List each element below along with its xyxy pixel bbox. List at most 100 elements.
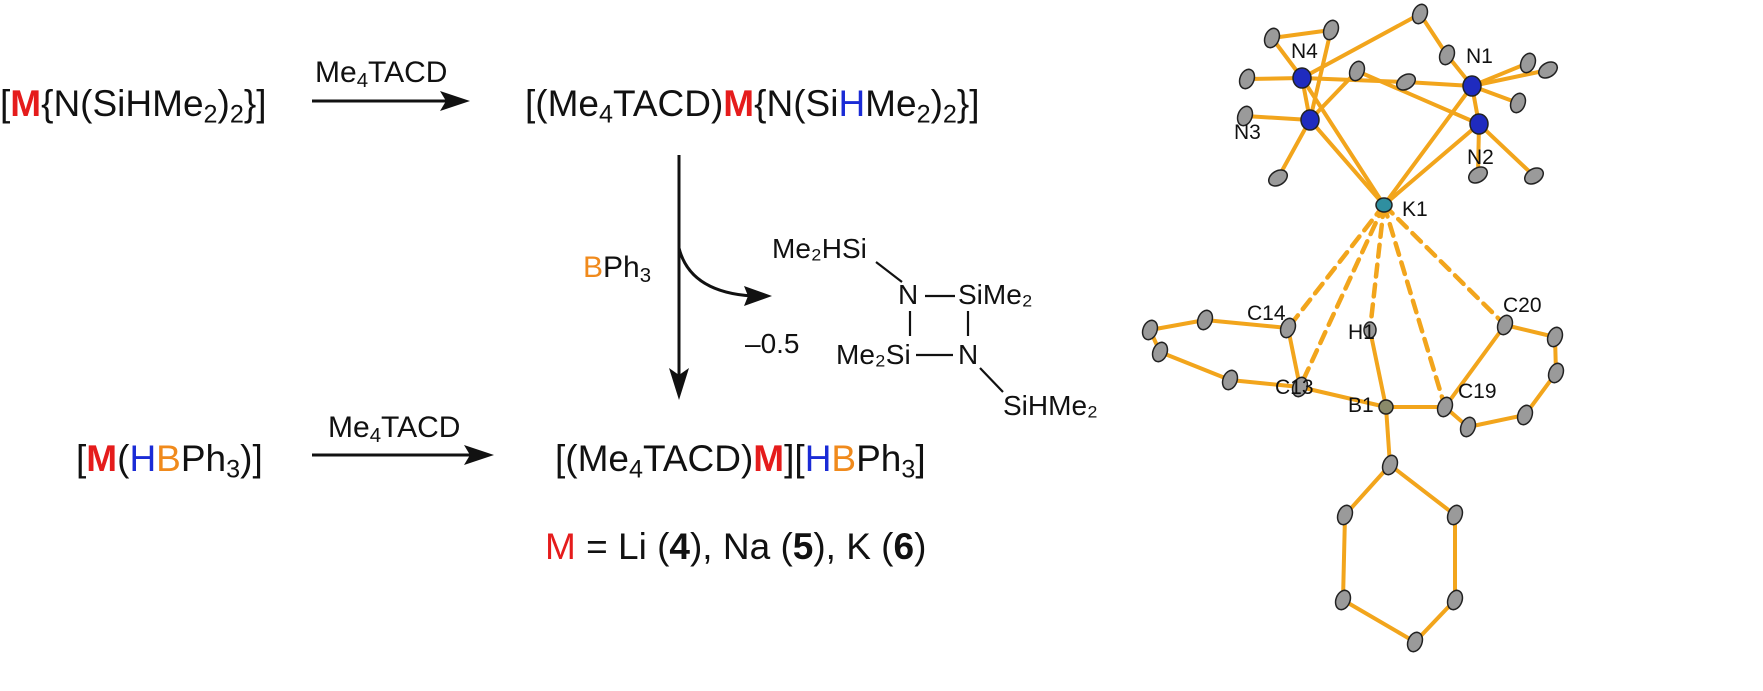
metal-legend: M = Li (4), Na (5), K (6) [545, 526, 927, 567]
atom-C29 [1446, 589, 1464, 611]
reagent-me4tacd-top: Me4TACD [315, 56, 448, 93]
byproduct-bottom-right-sihme2: SiHMe₂ [1003, 390, 1098, 421]
bond-K1-N2 [1382, 122, 1481, 207]
atom-C19 [1436, 396, 1454, 418]
byproduct-bonds [875, 261, 1004, 393]
atom-C27 [1334, 589, 1352, 611]
atom-Ct13 [1537, 61, 1559, 79]
bond-C27-C28 [1341, 598, 1417, 644]
atom-Ct2 [1322, 19, 1340, 41]
byproduct-n-bottom: N [958, 339, 979, 370]
start-amide-formula: [M{N(SiHMe2)2}] [0, 83, 267, 129]
contact-K1-C20 [1381, 202, 1508, 328]
reagent-me4tacd-bottom: Me4TACD [328, 411, 461, 448]
atom-C22 [1547, 362, 1565, 384]
byproduct-coefficient: –0.5 [745, 328, 800, 359]
atom-C24 [1459, 416, 1477, 438]
byproduct-si-left: Me₂Si [836, 339, 911, 370]
atom-Ct6 [1509, 92, 1527, 114]
label-N2: N2 [1467, 146, 1494, 169]
atom-N4 [1292, 67, 1312, 89]
byproduct-si-right: SiMe₂ [958, 279, 1033, 310]
atom-C17 [1151, 341, 1169, 363]
bond-Ct1-Ct2 [1270, 28, 1333, 40]
contact-K1-C19 [1381, 202, 1448, 410]
label-C19: C19 [1458, 380, 1497, 403]
atom-Ct5 [1519, 52, 1537, 74]
atom-Ct7 [1238, 68, 1256, 90]
bond-N4-Ct3 [1300, 12, 1422, 80]
label-N1: N1 [1466, 45, 1493, 68]
bond-B1-H1 [1368, 328, 1388, 409]
bond-C19-C20 [1443, 323, 1507, 409]
bond-C23-C24 [1466, 413, 1527, 429]
label-N3: N3 [1234, 121, 1261, 144]
atom-C26 [1336, 504, 1354, 526]
atom-K1 [1375, 197, 1393, 213]
label-C20: C20 [1503, 294, 1542, 317]
bond-K1-N4 [1300, 76, 1386, 207]
atom-C18 [1221, 369, 1239, 391]
bond-C30-C25 [1388, 463, 1457, 517]
bond-Ct2-N3 [1308, 28, 1333, 122]
contact-K1-H1 [1367, 202, 1387, 333]
atom-C30 [1446, 504, 1464, 526]
product-amide-formula: [(Me4TACD)M{N(SiHMe2)2}] [525, 83, 980, 129]
atom-Ct3 [1411, 3, 1429, 25]
label-N4: N4 [1291, 40, 1318, 63]
arrow-curved-head [744, 286, 772, 306]
bond-C13-C14 [1286, 326, 1302, 389]
bond-N3-Ct12 [1276, 118, 1312, 180]
atom-C28 [1406, 631, 1424, 653]
bond-C14-C15 [1203, 318, 1290, 330]
atom-C23 [1516, 404, 1534, 426]
byproduct-n-top: N [898, 279, 919, 310]
atom-C13 [1291, 376, 1309, 398]
atom-Ct11 [1523, 167, 1545, 185]
atom-C21 [1546, 326, 1564, 348]
arrow-vertical-head [669, 368, 689, 400]
label-C13: C13 [1275, 376, 1314, 399]
contact-K1-C13 [1297, 202, 1387, 390]
bond-B1-C13 [1298, 385, 1388, 409]
atom-Ct14 [1395, 73, 1417, 91]
atom-Ct9 [1348, 60, 1366, 82]
atom-Ct4 [1438, 44, 1456, 66]
label-B1: B1 [1348, 394, 1374, 417]
bond-C25-C26 [1343, 463, 1392, 517]
byproduct-top-left-sihme2: Me₂HSi [772, 233, 867, 264]
bond-N3-Ct8 [1243, 114, 1312, 122]
start-hydride-formula: [M(HBPh3)] [76, 438, 263, 484]
arrow-bottom-head [464, 445, 494, 465]
bond-N2-Ct11 [1477, 122, 1536, 178]
atom-Ct12 [1267, 169, 1289, 187]
atom-H1 [1363, 321, 1377, 339]
atom-N1 [1462, 75, 1482, 97]
bond-C26-C27 [1341, 513, 1347, 602]
bond-K1-N1 [1382, 84, 1474, 207]
bond-N1-Ct13 [1470, 68, 1550, 88]
atom-B1 [1378, 399, 1394, 415]
product-hydride-formula: [(Me4TACD)M][HBPh3] [555, 438, 926, 484]
label-H1: H1 [1348, 321, 1375, 344]
atom-C16 [1141, 319, 1159, 341]
label-C14: C14 [1247, 302, 1286, 325]
bond-C18-C13 [1228, 378, 1302, 389]
contact-K1-C14 [1285, 202, 1387, 331]
atom-C14 [1279, 317, 1297, 339]
reagent-bph3: BPh3 [583, 251, 652, 288]
bond-C17-C18 [1158, 350, 1232, 382]
atom-C25 [1381, 454, 1399, 476]
atom-C15 [1196, 309, 1214, 331]
atom-N3 [1300, 109, 1320, 131]
bond-C15-C16 [1148, 318, 1207, 332]
label-K1: K1 [1402, 198, 1428, 221]
arrow-top-head [440, 91, 470, 111]
bond-K1-N3 [1308, 118, 1386, 207]
bond-C20-C21 [1503, 323, 1557, 339]
atom-C20 [1496, 314, 1514, 336]
atom-Ct1 [1263, 27, 1281, 49]
arrow-curved [677, 247, 753, 298]
